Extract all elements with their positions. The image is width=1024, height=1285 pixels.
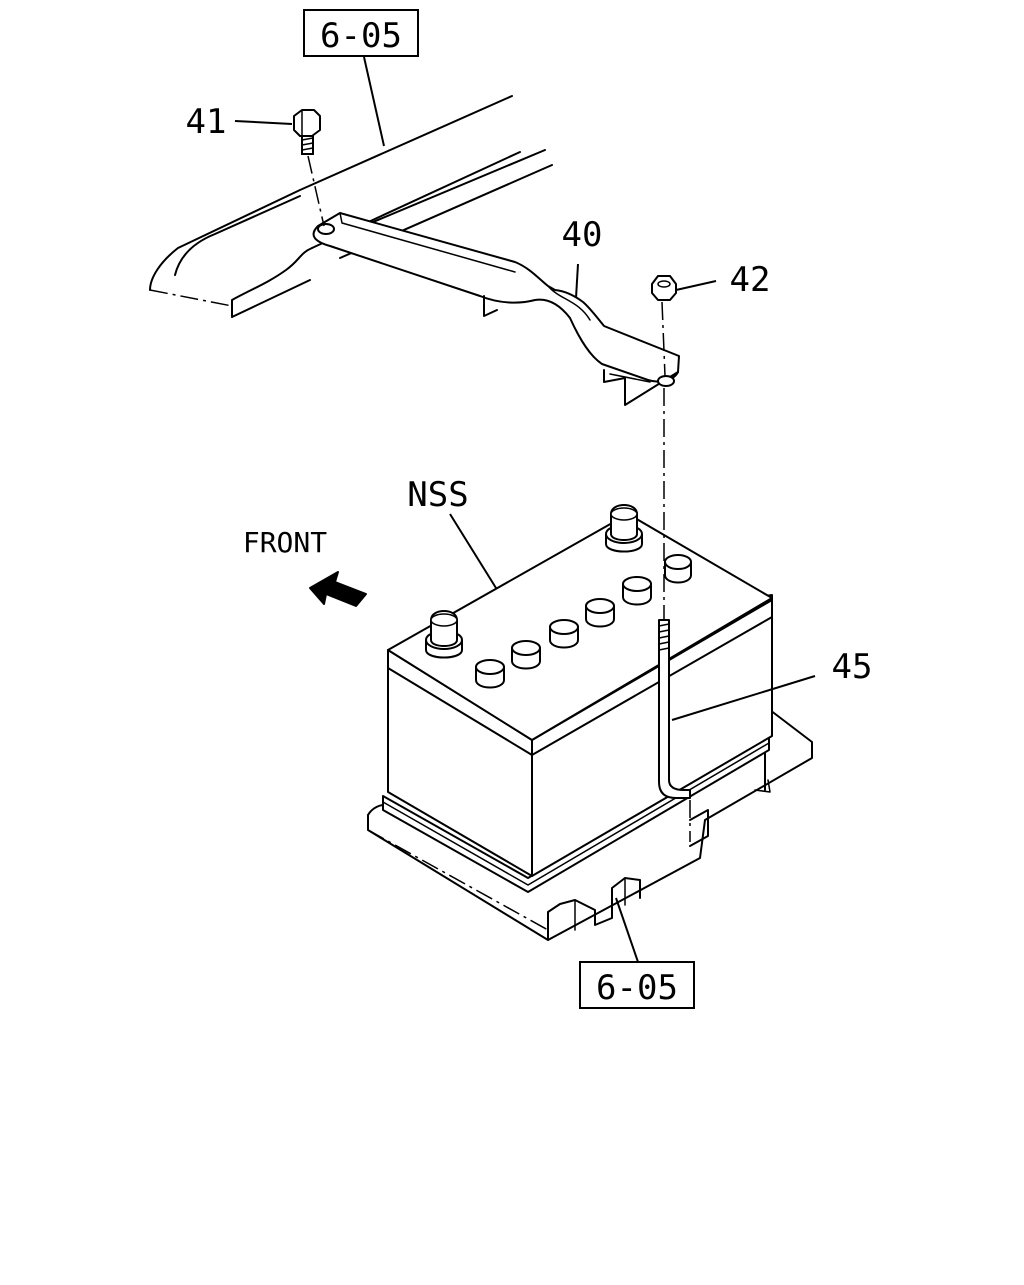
front-arrow-icon [309,571,367,607]
ref-box-bottom[interactable]: 6-05 [579,961,695,1009]
ref-label-top: 6-05 [320,16,402,56]
callout-40-leader [575,263,579,299]
callout-41: 41 [186,102,227,142]
callout-40: 40 [562,215,603,255]
ref-label-bottom: 6-05 [596,968,678,1008]
ref-bottom-leader [615,897,639,963]
rod-45 [658,388,691,842]
battery-cell-caps [475,554,692,689]
callout-nss-leader [449,513,497,589]
front-label: FRONT [243,526,327,559]
callout-42: 42 [730,260,771,300]
callout-45-leader [671,675,816,721]
bracket-40 [312,212,680,406]
callout-42-leader [675,280,717,291]
battery-post-right [605,504,643,553]
battery-tray [367,709,813,941]
callout-41-leader [234,120,293,125]
battery-post-left [425,610,463,659]
nut-42 [651,275,677,377]
bolt-41 [293,109,325,227]
battery [382,504,773,893]
ref-box-top[interactable]: 6-05 [303,9,419,57]
callout-45: 45 [832,647,873,687]
callout-nss: NSS [407,475,468,515]
ref-top-leader [363,56,385,147]
